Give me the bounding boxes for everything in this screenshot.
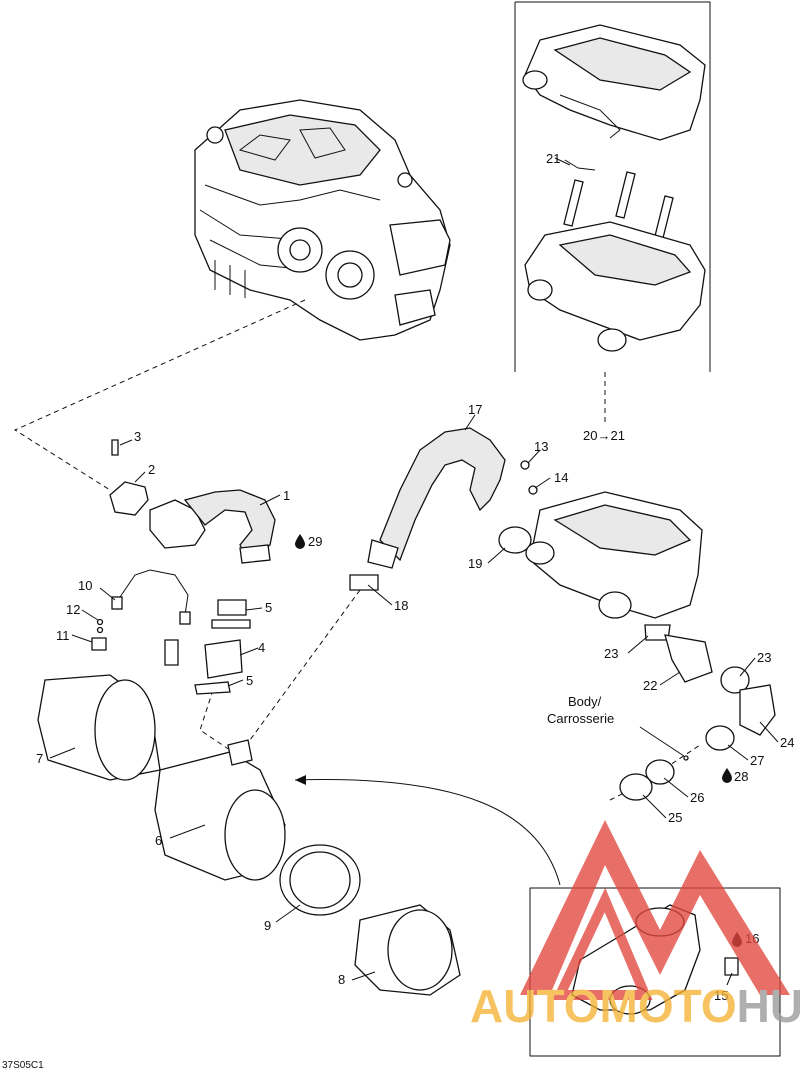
watermark-triangle-icon [520,820,790,995]
callout-5: 5 [265,600,272,615]
watermark-text: AUTOMOTOHUB [470,980,800,1032]
reference-arrow [294,779,561,886]
superseded-parts-inset [514,1,711,372]
callout-25: 25 [668,810,682,825]
exhaust-manifold-assembly [109,439,276,695]
callout-14: 14 [554,470,568,485]
callout-21: 21 [546,151,560,166]
callout-15: 15 [714,988,728,1003]
pin-part [563,179,584,227]
leader-coupling [199,689,231,751]
callout-23: 23 [604,646,618,661]
callout-6: 6 [155,833,162,848]
callout-7: 7 [36,751,43,766]
callout-3: 3 [134,429,141,444]
arrow-head [295,775,306,785]
callout-9: 9 [264,918,271,933]
callout-24: 24 [780,735,794,750]
watermark-inner-triangle-icon [552,887,653,1000]
main-muffler [525,491,776,801]
sealant-drop-icon [722,768,732,783]
callout-26: 26 [690,790,704,805]
leader-muffler [249,589,361,741]
callout-1: 1 [283,488,290,503]
leader-engine [13,299,306,491]
callout-13: 13 [534,439,548,454]
body-label-line1: Body/ [568,694,602,709]
diagram-id: 37S05C1 [2,1060,44,1071]
supersession-note: 20→21 [583,428,625,443]
callout-28: 28 [734,769,748,784]
callout-22: 22 [643,678,657,693]
callout-4: 4 [258,640,265,655]
callout-leaders [49,159,779,986]
callout-19: 19 [468,556,482,571]
callout-23: 23 [757,650,771,665]
callout-10: 10 [78,578,92,593]
muffler-group [37,674,461,996]
watermark-part-1: AUTO [470,980,600,1032]
callout-2: 2 [148,462,155,477]
callout-11: 11 [56,628,70,643]
body-label-line2: Carrosserie [547,711,614,726]
watermark-part-3: HUB [737,980,800,1032]
callout-18: 18 [394,598,408,613]
watermark-part-2: MOTO [600,980,737,1032]
callout-17: 17 [468,402,482,417]
callout-8: 8 [338,972,345,987]
leader-body [609,744,701,801]
callout-12: 12 [66,602,80,617]
sealant-drop-icon [295,534,305,549]
callout-5: 5 [246,673,253,688]
watermark-logo: AUTOMOTOHUB [470,820,800,1032]
callout-numbers: 1 2 3 4 5 5 6 7 8 9 10 11 12 13 14 15 16… [2,151,794,1071]
pin-part [615,171,636,219]
engine-illustration [194,99,451,341]
callout-29: 29 [308,534,322,549]
callout-27: 27 [750,753,764,768]
sensor-wire-assembly [91,569,191,666]
exhaust-pipe-assembly [349,427,538,591]
